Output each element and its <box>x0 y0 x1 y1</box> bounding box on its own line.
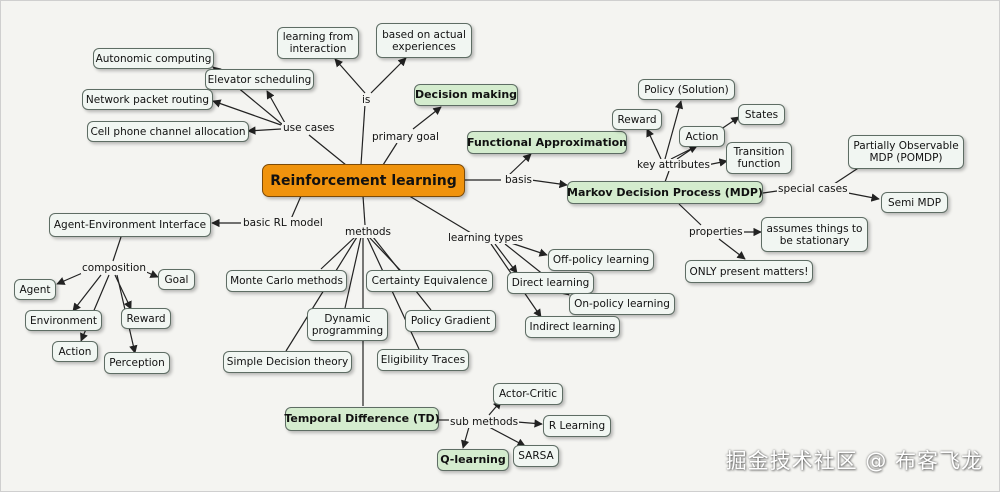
link-aei-composition <box>112 236 122 262</box>
link-mdp-special <box>762 190 778 194</box>
link-m-montecarlo <box>320 236 356 270</box>
node-reward-mdp[interactable]: Reward <box>612 109 662 130</box>
node-sarsa[interactable]: SARSA <box>513 445 559 467</box>
node-q-learning[interactable]: Q-learning <box>437 449 509 471</box>
link-lt-offpolicy <box>510 242 548 257</box>
link-comp-action <box>80 274 110 342</box>
node-reinforcement-learning[interactable]: Reinforcement learning <box>262 164 465 197</box>
node-off-policy-learning[interactable]: Off-policy learning <box>548 249 654 271</box>
link-ka-reward <box>646 128 662 160</box>
link-basis-mdp <box>530 179 568 189</box>
link-root-methods <box>362 195 366 226</box>
link-sc-semi <box>842 191 880 202</box>
node-action-composition[interactable]: Action <box>52 341 98 362</box>
node-functional-approximation[interactable]: Functional Approximation <box>467 131 627 154</box>
node-network-packet-routing[interactable]: Network packet routing <box>82 89 213 110</box>
label-composition: composition <box>81 262 148 274</box>
node-monte-carlo-methods[interactable]: Monte Carlo methods <box>226 270 347 292</box>
link-root-primarygoal <box>382 142 398 166</box>
link-root-basicrl <box>290 195 302 220</box>
link-mdp-keyattr <box>664 170 670 183</box>
node-cell-phone-channel-allocation[interactable]: Cell phone channel allocation <box>87 121 249 142</box>
node-dynamic-programming[interactable]: Dynamic programming <box>307 308 388 341</box>
label-learning-types: learning types <box>447 232 525 244</box>
node-policy-gradient[interactable]: Policy Gradient <box>405 310 496 332</box>
link-prop-present <box>718 238 746 260</box>
node-policy-solution[interactable]: Policy (Solution) <box>638 79 735 100</box>
node-perception[interactable]: Perception <box>104 352 170 374</box>
node-autonomic-computing[interactable]: Autonomic computing <box>93 48 214 69</box>
link-is-interaction <box>334 58 366 94</box>
label-use-cases: use cases <box>282 122 336 134</box>
node-agent-environment-interface[interactable]: Agent-Environment Interface <box>49 213 211 237</box>
link-m-dynprog <box>344 236 362 309</box>
label-basis-mdp: basis <box>504 174 533 186</box>
label-methods: methods <box>344 226 393 238</box>
node-based-on-actual-experiences[interactable]: based on actual experiences <box>376 23 472 58</box>
node-pomdp[interactable]: Partially Observable MDP (POMDP) <box>848 135 964 169</box>
label-special-cases: special cases <box>777 183 849 195</box>
link-sm-qlearning <box>461 426 470 449</box>
node-reward-composition[interactable]: Reward <box>121 308 171 329</box>
label-is: is <box>361 94 372 106</box>
link-root-learningtypes <box>400 190 472 234</box>
node-direct-learning[interactable]: Direct learning <box>507 272 594 294</box>
link-lt-direct <box>494 243 518 274</box>
node-semi-mdp[interactable]: Semi MDP <box>881 192 948 213</box>
node-actor-critic[interactable]: Actor-Critic <box>493 383 563 405</box>
link-pg-decision <box>412 106 442 130</box>
watermark-text: 掘金技术社区 @ 布客飞龙 <box>725 449 983 473</box>
label-properties: properties <box>688 226 744 238</box>
link-uc-network <box>212 99 282 126</box>
node-learning-from-interaction[interactable]: learning from interaction <box>277 27 359 59</box>
link-mdp-properties <box>678 203 702 226</box>
node-assumes-stationary[interactable]: assumes things to be stationary <box>761 217 868 252</box>
node-certainty-equivalence[interactable]: Certainty Equivalence <box>366 270 493 292</box>
node-states[interactable]: States <box>738 104 785 125</box>
node-only-present[interactable]: ONLY present matters! <box>685 260 813 283</box>
node-eligibility-traces[interactable]: Eligibility Traces <box>377 349 469 371</box>
link-m-simpledecision <box>285 236 358 352</box>
link-sm-rlearning <box>516 419 543 428</box>
label-key-attributes: key attributes <box>636 159 711 171</box>
node-temporal-difference[interactable]: Temporal Difference (TD) <box>284 407 440 431</box>
node-agent[interactable]: Agent <box>14 279 56 300</box>
link-uc-elevator <box>266 90 286 124</box>
link-comp-environment <box>72 274 102 312</box>
node-environment[interactable]: Environment <box>25 310 102 331</box>
node-mdp[interactable]: Markov Decision Process (MDP) <box>567 181 763 204</box>
label-primary-goal: primary goal <box>371 131 440 143</box>
label-sub-methods: sub methods <box>449 416 520 428</box>
node-indirect-learning[interactable]: Indirect learning <box>525 316 620 338</box>
node-goal[interactable]: Goal <box>158 269 195 290</box>
link-root-is <box>360 103 366 166</box>
link-comp-reward <box>114 274 132 310</box>
label-basic-rl-model: basic RL model <box>242 217 324 229</box>
link-is-experiences <box>370 57 407 94</box>
link-root-usecases <box>308 134 347 166</box>
node-decision-making[interactable]: Decision making <box>414 84 518 106</box>
link-basis-fa <box>508 153 532 176</box>
node-on-policy-learning[interactable]: On-policy learning <box>569 293 675 315</box>
node-r-learning[interactable]: R Learning <box>543 415 611 437</box>
node-simple-decision-theory[interactable]: Simple Decision theory <box>223 351 352 373</box>
link-sm-sarsa <box>488 426 526 447</box>
node-action-mdp[interactable]: Action <box>679 126 725 147</box>
link-uc-cell <box>247 126 282 135</box>
node-elevator-scheduling[interactable]: Elevator scheduling <box>205 69 314 90</box>
link-ka-policy <box>664 100 684 160</box>
node-transition-function[interactable]: Transition function <box>726 142 792 174</box>
